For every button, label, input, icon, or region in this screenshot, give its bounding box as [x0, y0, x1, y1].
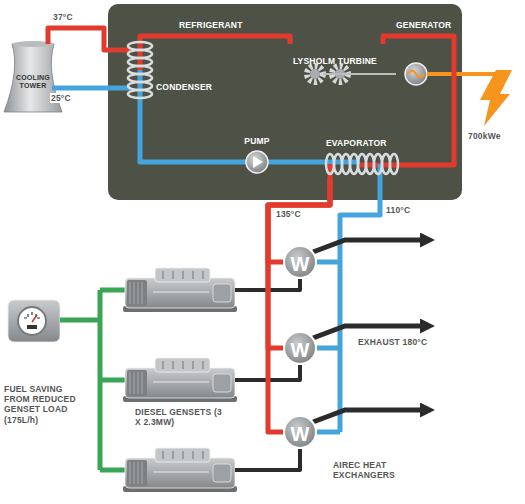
- heat-exchanger: W: [283, 415, 317, 449]
- pipe-connector: [383, 36, 454, 165]
- node-label: EVAPORATOR: [326, 138, 387, 148]
- edge-label-anchor: 37°C: [52, 12, 74, 22]
- plant-panel: [108, 4, 462, 200]
- fuel-meter: [18, 307, 46, 335]
- power-output: 700kWe: [468, 131, 501, 141]
- temperature-label: 37°C: [52, 12, 74, 22]
- pump: PUMP: [240, 130, 274, 174]
- turbine: LYSHOLM TURBINE: [285, 44, 389, 90]
- water-pipe: [52, 86, 64, 91]
- exchanger-letter: W: [290, 333, 309, 367]
- generator-symbol: [408, 71, 424, 78]
- fuel-note: FUEL SAVING FROM REDUCED GENSET LOAD (17…: [4, 384, 76, 425]
- power-arrow: [427, 72, 500, 76]
- temperature-label: 25°C: [50, 93, 72, 103]
- pipe-connector: [389, 73, 396, 75]
- heat-exchanger: W: [283, 245, 317, 279]
- exchanger-letter: W: [290, 247, 309, 281]
- condenser-coil: [128, 42, 152, 98]
- exchanger-caption: AIREC HEAT EXCHANGERS: [333, 460, 405, 480]
- label-anchor: AIREC HEAT EXCHANGERS: [333, 460, 405, 480]
- evaporator-coil: [390, 154, 398, 174]
- label-anchor: 700kWe: [468, 131, 501, 141]
- exhaust-arrow: [313, 240, 423, 252]
- pump-symbol: [253, 156, 263, 168]
- edge-label-anchor: 25°C: [50, 93, 72, 103]
- return-pipe: [317, 178, 380, 432]
- diesel-genset: [123, 448, 237, 492]
- diesel-genset: [123, 358, 237, 402]
- pipe-connector: [268, 178, 330, 432]
- fuel-meter: [32, 315, 37, 322]
- exhaust-arrow: [313, 410, 423, 422]
- genset-caption: DIESEL GENSETS (3 X 2.3MW): [135, 407, 230, 427]
- turbine-rotor: [310, 69, 320, 79]
- lightning-bolt: [480, 70, 512, 126]
- generator-symbol: [405, 63, 427, 85]
- fuel-tank: [8, 300, 60, 342]
- pump-symbol: [246, 151, 268, 173]
- turbine-rotor: [307, 66, 323, 82]
- turbine-rotor: [307, 66, 389, 82]
- turbine-rotor: [323, 73, 389, 75]
- node-label: COOLING TOWER: [11, 74, 55, 91]
- heat-exchanger: W: [283, 331, 317, 365]
- node-label: PUMP: [244, 136, 269, 146]
- edge-label-anchor: REFRIGERANT: [178, 20, 244, 30]
- exchanger-letter: W: [290, 417, 309, 451]
- label-anchor: DIESEL GENSETS (3 X 2.3MW): [135, 407, 230, 427]
- pipe-connector: [64, 86, 124, 91]
- refrigerant-pipe: [318, 160, 360, 165]
- pipe-connector: [48, 28, 124, 50]
- pipe-connector: [274, 160, 318, 165]
- label-anchor: FUEL SAVING FROM REDUCED GENSET LOAD (17…: [4, 384, 76, 425]
- temperature-label: REFRIGERANT: [178, 20, 244, 30]
- pipe-connector: [140, 36, 290, 44]
- temperature: 110°C: [386, 205, 410, 215]
- condenser: CONDENSER: [124, 40, 220, 100]
- fuel-line: [60, 290, 125, 470]
- generator: GENERATOR: [396, 14, 456, 88]
- node-label: LYSHOLM TURBINE: [293, 56, 377, 66]
- pipe-connector: [140, 100, 240, 162]
- fuel-meter: [24, 312, 40, 318]
- fuel-meter: [27, 325, 37, 329]
- label-anchor: 135°C: [276, 209, 301, 219]
- node-label: GENERATOR: [396, 20, 451, 30]
- diesel-genset: [123, 268, 237, 312]
- label-anchor: 110°C: [386, 205, 410, 215]
- evaporator-coil: [326, 154, 398, 174]
- exhaust-note: EXHAUST 180°C: [358, 337, 427, 347]
- node-label: CONDENSER: [156, 82, 212, 92]
- condenser-coil: [128, 90, 152, 98]
- label-anchor: EXHAUST 180°C: [358, 337, 427, 347]
- temperature: 135°C: [276, 209, 301, 219]
- evaporator: EVAPORATOR: [318, 132, 408, 178]
